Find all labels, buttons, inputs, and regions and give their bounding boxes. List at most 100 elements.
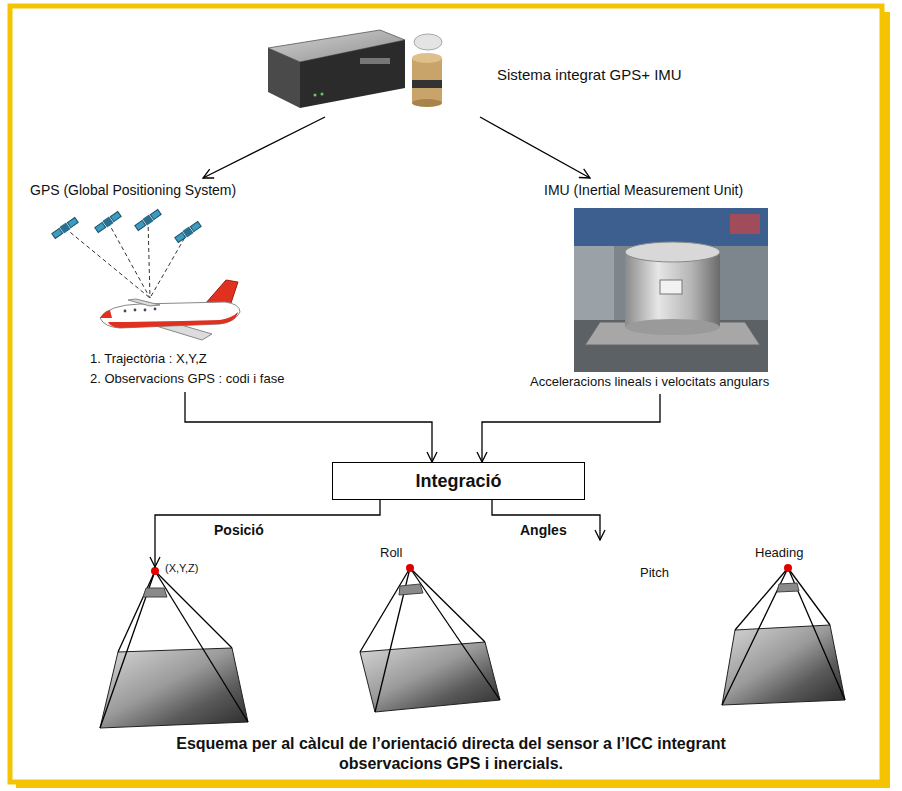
gps-imu-device-part [414, 34, 442, 50]
node-label: Heading [755, 546, 803, 561]
camera-xyz-part [100, 648, 248, 728]
camera-xyz-part [100, 571, 248, 728]
camera-xyz-part [143, 588, 167, 597]
satellites-part [148, 220, 150, 298]
camera-roll-part [410, 568, 500, 700]
camera-figure: (X,Y,Z) [80, 567, 260, 732]
satellite-icons-part [134, 209, 162, 232]
camera-heading-part [722, 568, 845, 705]
camera-heading-part [777, 583, 799, 592]
connector-arrow [480, 117, 590, 178]
imu-photo-part [625, 242, 720, 262]
frame-part [10, 6, 882, 782]
satellite-icons-part [174, 221, 202, 244]
imu-group: IMU (Inertial Measurement Unit) Accelerac… [528, 182, 818, 394]
node-label: Pitch [640, 566, 669, 581]
satellite-icons-part [95, 222, 106, 232]
satellites [65, 220, 188, 298]
imu-photo [574, 208, 768, 372]
gps-imu-device [268, 30, 442, 108]
node-label: GPS (Global Positioning System) [30, 182, 236, 198]
camera-heading-part [784, 564, 792, 572]
camera-xyz-part [155, 571, 232, 648]
satellite-icons-part [67, 218, 78, 228]
node-label: (X,Y,Z) [165, 562, 198, 575]
camera-roll-part [360, 642, 500, 712]
satellite-icons-part [102, 216, 113, 227]
camera-figure: Roll [340, 545, 510, 715]
edge-label: Angles [518, 522, 569, 538]
gps-imu-device-part [268, 48, 300, 108]
gps-imu-device-part [314, 94, 317, 97]
imu-photo-part [730, 214, 760, 234]
satellites-part [108, 222, 150, 298]
satellite-icons-part [51, 217, 79, 240]
airplane-part [100, 310, 112, 318]
satellites-part [65, 228, 150, 298]
satellite-icons [51, 209, 202, 244]
imu-photo-part [625, 252, 720, 327]
gps-imu-device-part [412, 80, 442, 88]
satellite-icons-part [110, 212, 121, 222]
imu-photo-part [574, 208, 768, 246]
gps-imu-device-part [412, 99, 442, 107]
imu-photo-part [660, 280, 682, 294]
gps-imu-device-part [300, 40, 405, 108]
connector-arrow [482, 394, 660, 462]
camera-xyz-part [155, 571, 248, 722]
satellite-icons-part [142, 214, 153, 225]
gps-imu-device-part [321, 93, 324, 96]
node-note: 1. Trajectòria : X,Y,Z [90, 352, 207, 367]
satellite-icons-part [190, 222, 201, 232]
node-label: IMU (Inertial Measurement Unit) [544, 182, 743, 198]
satellite-icons-part [59, 222, 70, 233]
camera-heading [722, 564, 845, 705]
angle-label: Pitch [590, 540, 680, 585]
satellite-icons-part [52, 228, 63, 238]
connector-arrow [492, 500, 600, 540]
airplane-part [134, 309, 137, 312]
airplane-part [128, 299, 160, 306]
node-label: Integració [415, 471, 501, 492]
satellite-icons-part [94, 211, 122, 234]
airplane-part [108, 312, 238, 328]
node-label: Sistema integrat GPS+ IMU [497, 66, 682, 83]
camera-roll [360, 564, 500, 712]
camera-xyz-part [151, 567, 159, 575]
camera-heading-part [735, 568, 788, 630]
node-note: 2. Observacions GPS : codi i fase [90, 372, 284, 387]
node-note: Acceleracions lineals i velocitats angul… [530, 375, 769, 390]
camera-roll-part [360, 568, 500, 712]
figure-caption: Esquema per al càlcul de l’orientació di… [161, 734, 741, 774]
airplane-part [154, 308, 157, 311]
camera-xyz-part [118, 571, 155, 652]
node-label: Roll [380, 546, 402, 561]
camera-figure: Heading [700, 545, 855, 710]
satellite-icons-part [175, 232, 186, 242]
connector-arrow [185, 392, 432, 462]
connector-arrow [155, 500, 380, 567]
connector-arrow [203, 117, 325, 178]
process-box: Integració [332, 462, 585, 500]
satellite-icons-part [150, 210, 161, 220]
camera-roll-part [360, 568, 410, 652]
camera-xyz [100, 567, 248, 728]
satellite-icons-part [182, 226, 193, 237]
camera-roll-part [406, 564, 414, 572]
airplane [100, 280, 240, 340]
imu-photo-part [574, 320, 768, 372]
gps-imu-device-part [412, 58, 442, 103]
camera-heading-part [722, 625, 845, 705]
frame [10, 6, 890, 788]
airplane-part [124, 310, 127, 313]
camera-roll-part [399, 584, 423, 595]
device-figure: Sistema integrat GPS+ IMU [255, 22, 695, 117]
imu-photo-part [625, 319, 720, 335]
gps-imu-device-part [360, 58, 390, 64]
satellites-part [150, 232, 188, 298]
imu-photo-part [574, 246, 614, 320]
airplane-part [144, 309, 147, 312]
